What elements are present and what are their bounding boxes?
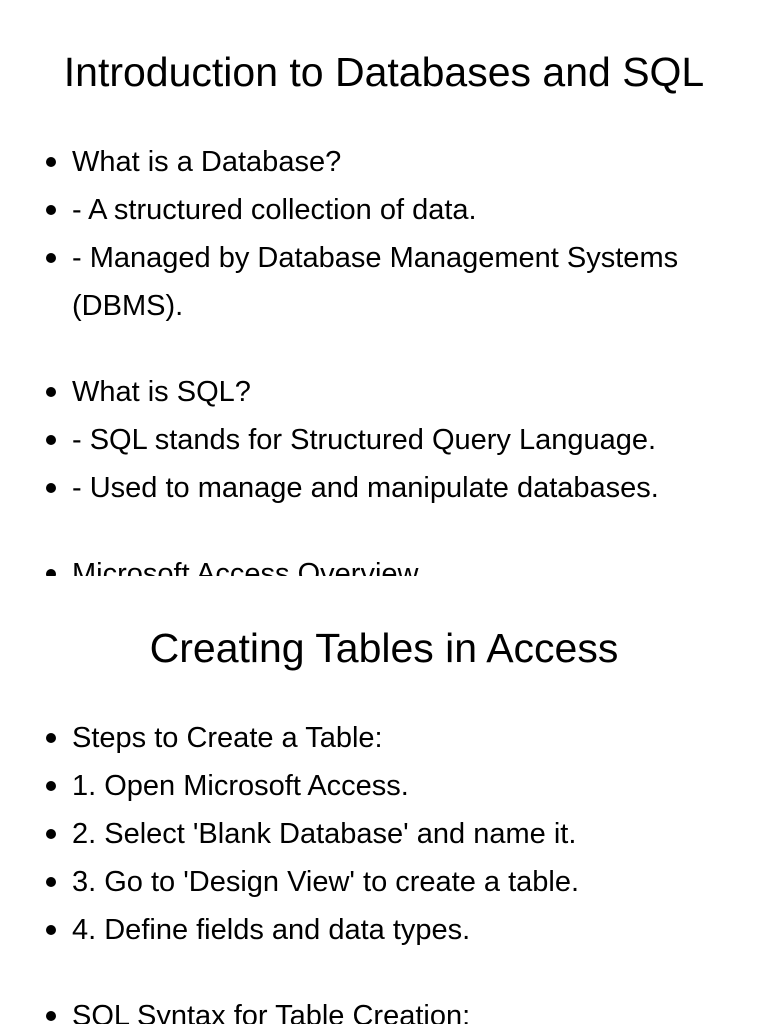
bullet-item: What is SQL? xyxy=(46,368,722,416)
slide-page-2: Creating Tables in Access Steps to Creat… xyxy=(0,576,768,1024)
bullet-text: 3. Go to 'Design View' to create a table… xyxy=(72,866,580,898)
bullet-icon xyxy=(46,205,56,215)
slide-title: Introduction to Databases and SQL xyxy=(63,49,705,95)
bullet-item: 1. Open Microsoft Access. xyxy=(46,762,722,810)
bullet-text: SQL Syntax for Table Creation: xyxy=(72,1000,471,1024)
bullet-text: 1. Open Microsoft Access. xyxy=(72,770,409,802)
slide-title: Creating Tables in Access xyxy=(149,625,619,671)
bullet-item-clipped: Microsoft Access Overview xyxy=(46,550,722,576)
bullet-list: What is a Database? - A structured colle… xyxy=(0,138,768,576)
bullet-item: 4. Define fields and data types. xyxy=(46,906,722,954)
bullet-icon xyxy=(46,253,56,263)
bullet-icon xyxy=(46,781,56,791)
slide-page-1: Introduction to Databases and SQL What i… xyxy=(0,49,768,576)
bullet-item: - Used to manage and manipulate database… xyxy=(46,464,722,512)
bullet-icon xyxy=(46,435,56,445)
bullet-text: Microsoft Access Overview xyxy=(72,558,419,576)
bullet-icon xyxy=(46,569,56,576)
bullet-icon xyxy=(46,829,56,839)
bullet-item: 2. Select 'Blank Database' and name it. xyxy=(46,810,722,858)
bullet-item: 3. Go to 'Design View' to create a table… xyxy=(46,858,722,906)
bullet-item: - Managed by Database Management Systems… xyxy=(46,234,722,330)
bullet-icon xyxy=(46,387,56,397)
bullet-text: - Used to manage and manipulate database… xyxy=(72,472,659,504)
bullet-item: Steps to Create a Table: xyxy=(46,714,722,762)
bullet-text: - A structured collection of data. xyxy=(72,194,477,226)
bullet-icon xyxy=(46,1011,56,1021)
bullet-icon xyxy=(46,925,56,935)
bullet-item: What is a Database? xyxy=(46,138,722,186)
bullet-text: 2. Select 'Blank Database' and name it. xyxy=(72,818,577,850)
bullet-text: Steps to Create a Table: xyxy=(72,722,383,754)
bullet-icon xyxy=(46,877,56,887)
bullet-icon xyxy=(46,483,56,493)
bullet-item: - A structured collection of data. xyxy=(46,186,722,234)
bullet-text: - Managed by Database Management Systems… xyxy=(72,242,679,322)
bullet-icon xyxy=(46,733,56,743)
bullet-item: - SQL stands for Structured Query Langua… xyxy=(46,416,722,464)
bullet-item-clipped: SQL Syntax for Table Creation: xyxy=(46,992,722,1024)
bullet-text: - SQL stands for Structured Query Langua… xyxy=(72,424,657,456)
bullet-icon xyxy=(46,157,56,167)
bullet-text: What is SQL? xyxy=(72,376,251,408)
bullet-text: What is a Database? xyxy=(72,146,342,178)
bullet-text: 4. Define fields and data types. xyxy=(72,914,471,946)
bullet-list: Steps to Create a Table: 1. Open Microso… xyxy=(0,714,768,1024)
